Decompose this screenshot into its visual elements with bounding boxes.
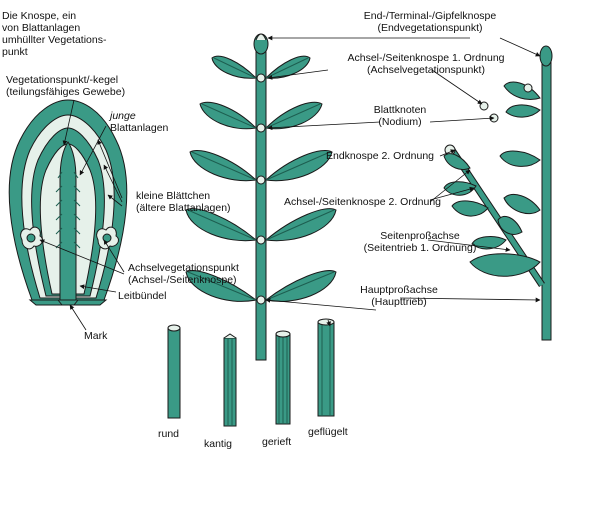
label-stem-angular: kantig (204, 438, 233, 450)
stem-types (167, 318, 335, 427)
bud-section (8, 99, 128, 306)
branching-plant (443, 45, 553, 341)
label-pith: Mark (84, 330, 108, 342)
label-stem-winged: geflügelt (308, 426, 348, 438)
label-stem-round: rund (158, 428, 180, 440)
label-stem-grooved: gerieft (262, 436, 292, 448)
label-terminal-bud: End-/Terminal-/Gipfelknospe (Endvegetati… (363, 10, 497, 34)
label-side-shoot: Seitenproßachse (Seitentrieb 1. Ordnung) (363, 230, 477, 254)
leader-lines (39, 35, 541, 331)
label-vegetation-point: Vegetationspunkt/-kegel (teilungsfähiges… (6, 74, 126, 98)
label-axil-bud-1: Achsel-/Seitenknospe 1. Ordnung (Achselv… (347, 52, 505, 76)
label-node: Blattknoten (Nodium) (373, 104, 427, 128)
label-end-bud-2: Endknospe 2. Ordnung (326, 150, 434, 162)
label-axil-vegetation-point: Achselvegetationspunkt (Achsel-/Seitenkn… (128, 262, 239, 286)
label-young-leaves: junge Blattanlagen (110, 110, 169, 134)
label-main-shoot: Hauptproßachse (Haupttrieb) (360, 284, 438, 308)
label-small-leaves: kleine Blättchen (ältere Blattanlagen) (136, 190, 231, 214)
main-plant (185, 33, 337, 361)
label-axil-bud-2: Achsel-/Seitenknospe 2. Ordnung (284, 196, 442, 208)
label-vascular-bundle: Leitbündel (118, 290, 167, 302)
bud-title: Die Knospe, ein von Blattanlagen umhüllt… (2, 10, 107, 58)
